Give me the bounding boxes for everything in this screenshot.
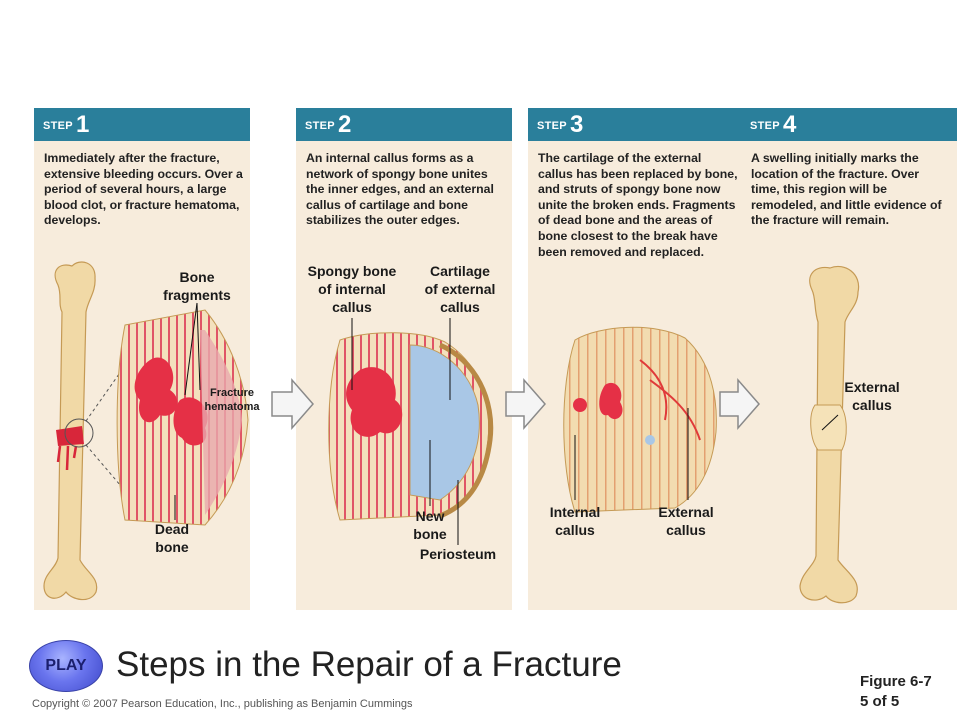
step-3-number: 3	[570, 111, 584, 138]
step3-callus-section	[563, 326, 717, 513]
label-internal-callus: Internal callus	[549, 504, 601, 538]
figure-page: 5 of 5	[860, 693, 900, 710]
fracture-repair-illustration	[43, 261, 860, 604]
label-new-bone: New bone	[413, 508, 447, 542]
step-3-word: STEP	[537, 120, 567, 132]
label-dead-bone: Dead bone	[154, 521, 190, 555]
step-4-number: 4	[783, 111, 797, 138]
step-2-header: STEP 2	[296, 108, 512, 141]
label-external-callus-step4: External callus	[844, 379, 900, 413]
step1-enlarged-section	[116, 309, 249, 526]
play-button[interactable]: PLAY	[29, 640, 103, 692]
step-3-text: The cartilage of the external callus has…	[538, 151, 738, 259]
label-bone-fragments: Bone fragments	[163, 269, 231, 303]
step1-bone-icon	[43, 261, 151, 601]
step-4-text: A swelling initially marks the location …	[751, 151, 942, 228]
label-cartilage: Cartilage of external callus	[424, 263, 496, 315]
page-title: Steps in the Repair of a Fracture	[116, 645, 622, 684]
label-periosteum: Periosteum	[419, 546, 497, 562]
step-4-panel: STEP 4 A swelling initially marks the lo…	[741, 108, 957, 610]
step2-callus-section	[328, 318, 494, 545]
step-2-number: 2	[338, 111, 352, 138]
step-4-header: STEP 4	[741, 108, 957, 141]
figure-label: Figure 6-7 5 of 5	[860, 672, 932, 712]
step-4-word: STEP	[750, 120, 780, 132]
arrow-1-icon	[271, 378, 314, 430]
step-1-header: STEP 1	[34, 108, 250, 141]
step-2-text: An internal callus forms as a network of…	[306, 151, 494, 228]
label-spongy-bone: Spongy bone of internal callus	[307, 263, 397, 315]
step-2-panel: STEP 2 An internal callus forms as a net…	[296, 108, 512, 610]
step-3-header: STEP 3	[528, 108, 744, 141]
step4-healed-bone-icon	[799, 265, 860, 604]
label-fracture-hematoma: Fracture hematoma	[204, 387, 260, 413]
step-1-number: 1	[76, 111, 90, 138]
arrow-2-icon	[505, 378, 546, 430]
label-external-callus-step3: External callus	[658, 504, 714, 538]
copyright-text: Copyright © 2007 Pearson Education, Inc.…	[32, 698, 413, 710]
step-1-word: STEP	[43, 120, 73, 132]
figure-number: Figure 6-7	[860, 673, 932, 690]
step-1-text: Immediately after the fracture, extensiv…	[44, 151, 243, 228]
arrow-3-icon	[719, 378, 760, 430]
step-2-word: STEP	[305, 120, 335, 132]
